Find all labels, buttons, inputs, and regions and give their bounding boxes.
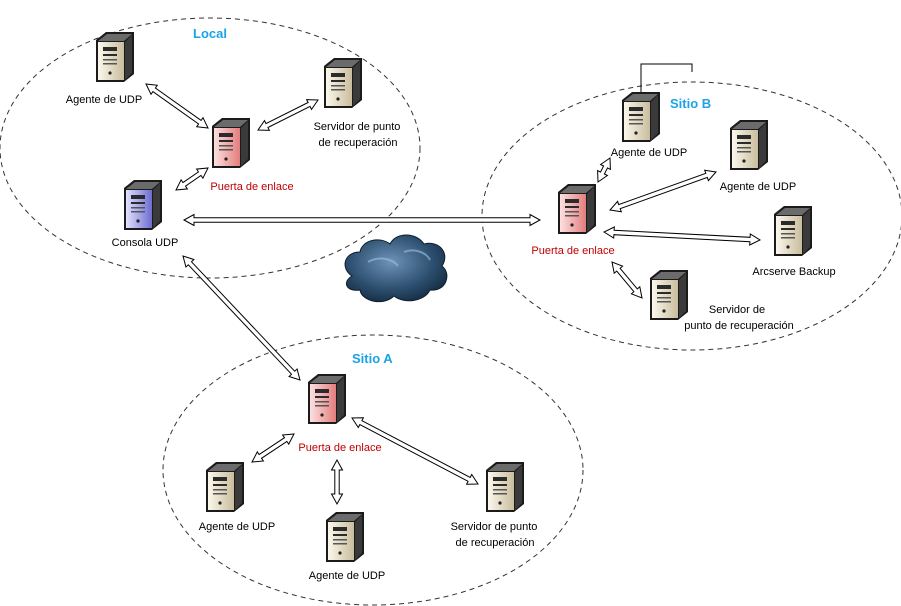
site-a-rps-label-2: de recuperación (455, 537, 535, 549)
site-a-agent2-label: Agente de UDP (308, 570, 386, 582)
arrow-console-site-b (182, 213, 542, 227)
arrow-local-agent-gateway (145, 83, 209, 129)
servers (96, 32, 812, 562)
local-gateway-label: Puerta de enlace (210, 181, 294, 193)
site-local-title: Local (193, 26, 227, 41)
site-b-agent1-server-icon (622, 92, 660, 142)
arrow-console-site-a (182, 255, 301, 381)
site-a-gateway-label: Puerta de enlace (298, 442, 382, 454)
local-console-server-icon (124, 180, 162, 230)
site-a-title: Sitio A (352, 351, 393, 366)
arrow-local-console-gateway (175, 167, 209, 191)
arrow-b-agent2-gateway (609, 169, 717, 213)
local-gateway-server-icon (212, 118, 250, 168)
site-b-rps-label-1: Servidor de (708, 304, 766, 316)
site-b-arcserve-server-icon (774, 206, 812, 256)
site-a-boundary (162, 334, 584, 606)
site-b-arcserve-label: Arcserve Backup (752, 266, 836, 278)
arrow-b-agent1-gateway (597, 157, 611, 183)
site-b-agent1-label: Agente de UDP (610, 147, 688, 159)
local-rps-label-2: de recuperación (318, 137, 398, 149)
site-a-rps-server-icon (486, 462, 524, 512)
arrow-b-rps-gateway (611, 261, 643, 299)
site-a-gateway-server-icon (308, 374, 346, 424)
site-b-rps-server-icon (650, 270, 688, 320)
local-agent-server-icon (96, 32, 134, 82)
arrow-a-rps-gateway (351, 417, 479, 485)
arrow-a-agent2-gateway (330, 458, 344, 506)
local-rps-label-1: Servidor de punto (313, 121, 401, 133)
local-rps-server-icon (324, 58, 362, 108)
site-b-title: Sitio B (670, 96, 712, 111)
site-a-agent2-server-icon (326, 512, 364, 562)
arrow-b-arcserve-gateway (602, 226, 762, 246)
site-b-gateway-label: Puerta de enlace (531, 245, 615, 257)
site-b-boundary (481, 81, 901, 351)
site-b-agent2-server-icon (730, 120, 768, 170)
site-a-agent1-label: Agente de UDP (198, 521, 276, 533)
arrow-a-agent1-gateway (251, 433, 295, 463)
site-b-rps-label-2: punto de recuperación (684, 320, 794, 332)
local-agent-label: Agente de UDP (65, 94, 143, 106)
site-a-rps-label-1: Servidor de punto (450, 521, 538, 533)
arrow-local-rps-gateway (257, 99, 319, 131)
site-local-boundary (0, 17, 421, 279)
site-b-agent2-label: Agente de UDP (719, 181, 797, 193)
site-b-link-line (640, 63, 693, 92)
local-console-label: Consola UDP (111, 237, 179, 249)
connection-arrows (145, 83, 762, 506)
site-a-agent1-server-icon (206, 462, 244, 512)
site-b-gateway-server-icon (558, 184, 596, 234)
cloud-icon (344, 234, 448, 303)
